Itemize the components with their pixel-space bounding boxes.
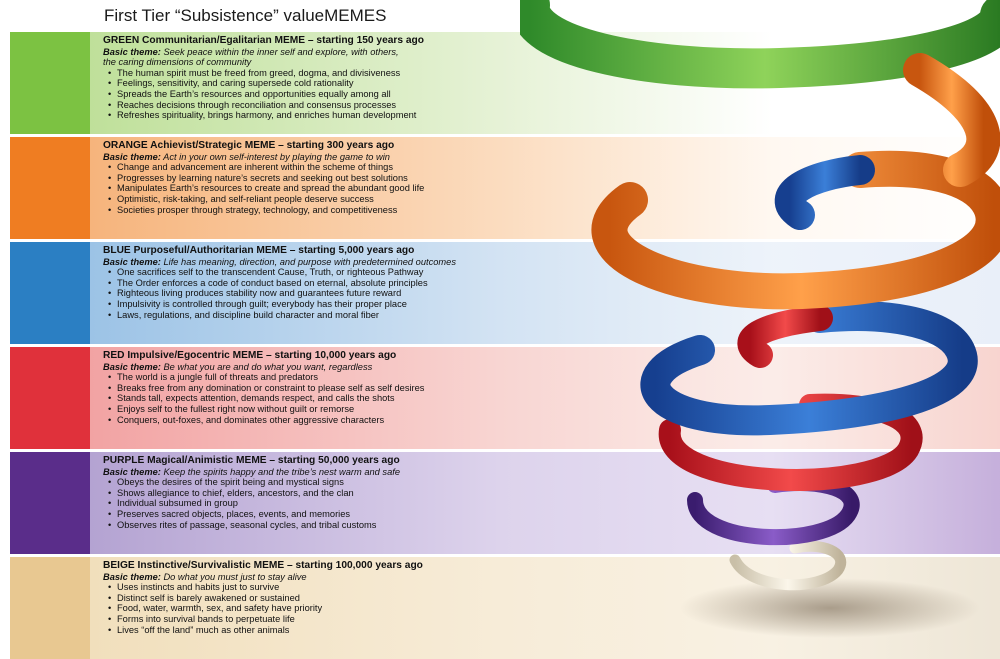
theme-text: Do what you must just to stay alive (163, 572, 306, 582)
swatch-red (10, 347, 90, 449)
theme-text: Be what you are and do what you want, re… (163, 362, 372, 372)
theme-label: Basic theme: (103, 257, 161, 267)
swatch-blue (10, 242, 90, 344)
coil-purple (695, 483, 852, 537)
theme-text: Seek peace within the inner self and exp… (163, 47, 398, 57)
theme-text: Life has meaning, direction, and purpose… (163, 257, 456, 267)
swatch-purple (10, 452, 90, 554)
theme-label: Basic theme: (103, 152, 161, 162)
coil-beige (735, 546, 841, 585)
theme-text: Act in your own self-interest by playing… (163, 152, 390, 162)
theme-text: Keep the spirits happy and the tribe’s n… (163, 467, 400, 477)
swatch-orange (10, 137, 90, 239)
theme-label: Basic theme: (103, 572, 161, 582)
coil-blue-upper (790, 170, 860, 215)
swatch-beige (10, 557, 90, 659)
spiral-illustration (520, 0, 1000, 659)
theme-label: Basic theme: (103, 47, 161, 57)
page-title: First Tier “Subsistence” valueMEMES (104, 6, 386, 26)
theme-label: Basic theme: (103, 467, 161, 477)
swatch-green (10, 32, 90, 134)
coil-red-upper (750, 318, 820, 355)
theme-label: Basic theme: (103, 362, 161, 372)
ground-shadow (680, 578, 980, 638)
